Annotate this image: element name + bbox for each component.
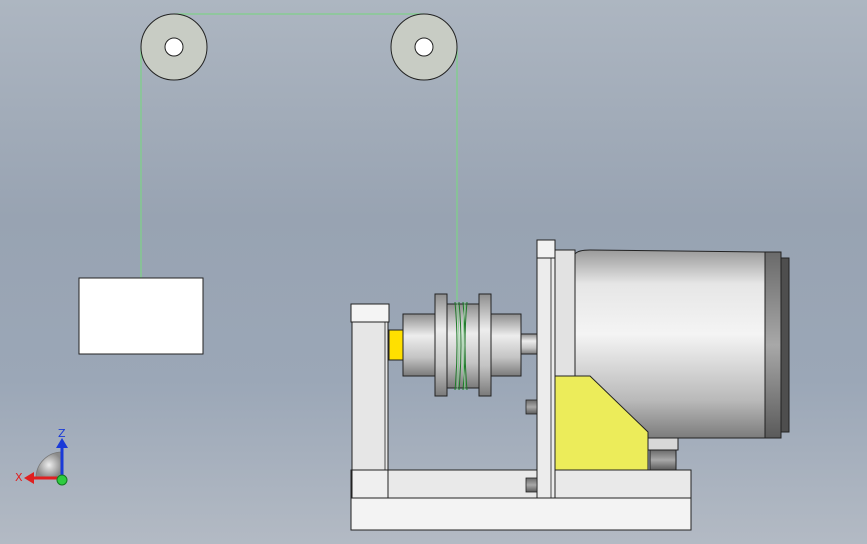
shaft-collar[interactable] bbox=[388, 329, 404, 361]
triad-z-label: Z bbox=[58, 427, 66, 440]
bolts bbox=[525, 399, 538, 493]
left-bracket[interactable] bbox=[350, 303, 390, 499]
base-plate[interactable] bbox=[350, 469, 692, 531]
yellow-gusset[interactable] bbox=[554, 375, 649, 471]
triad-x-label: X bbox=[15, 471, 23, 484]
electric-motor[interactable] bbox=[574, 249, 790, 471]
axis-triad: X Z bbox=[15, 427, 68, 486]
rope[interactable] bbox=[140, 13, 458, 300]
weight-block[interactable] bbox=[78, 277, 204, 355]
pulley-right[interactable] bbox=[390, 13, 458, 81]
winch-drum[interactable] bbox=[402, 293, 538, 397]
pulley-left[interactable] bbox=[140, 13, 208, 81]
